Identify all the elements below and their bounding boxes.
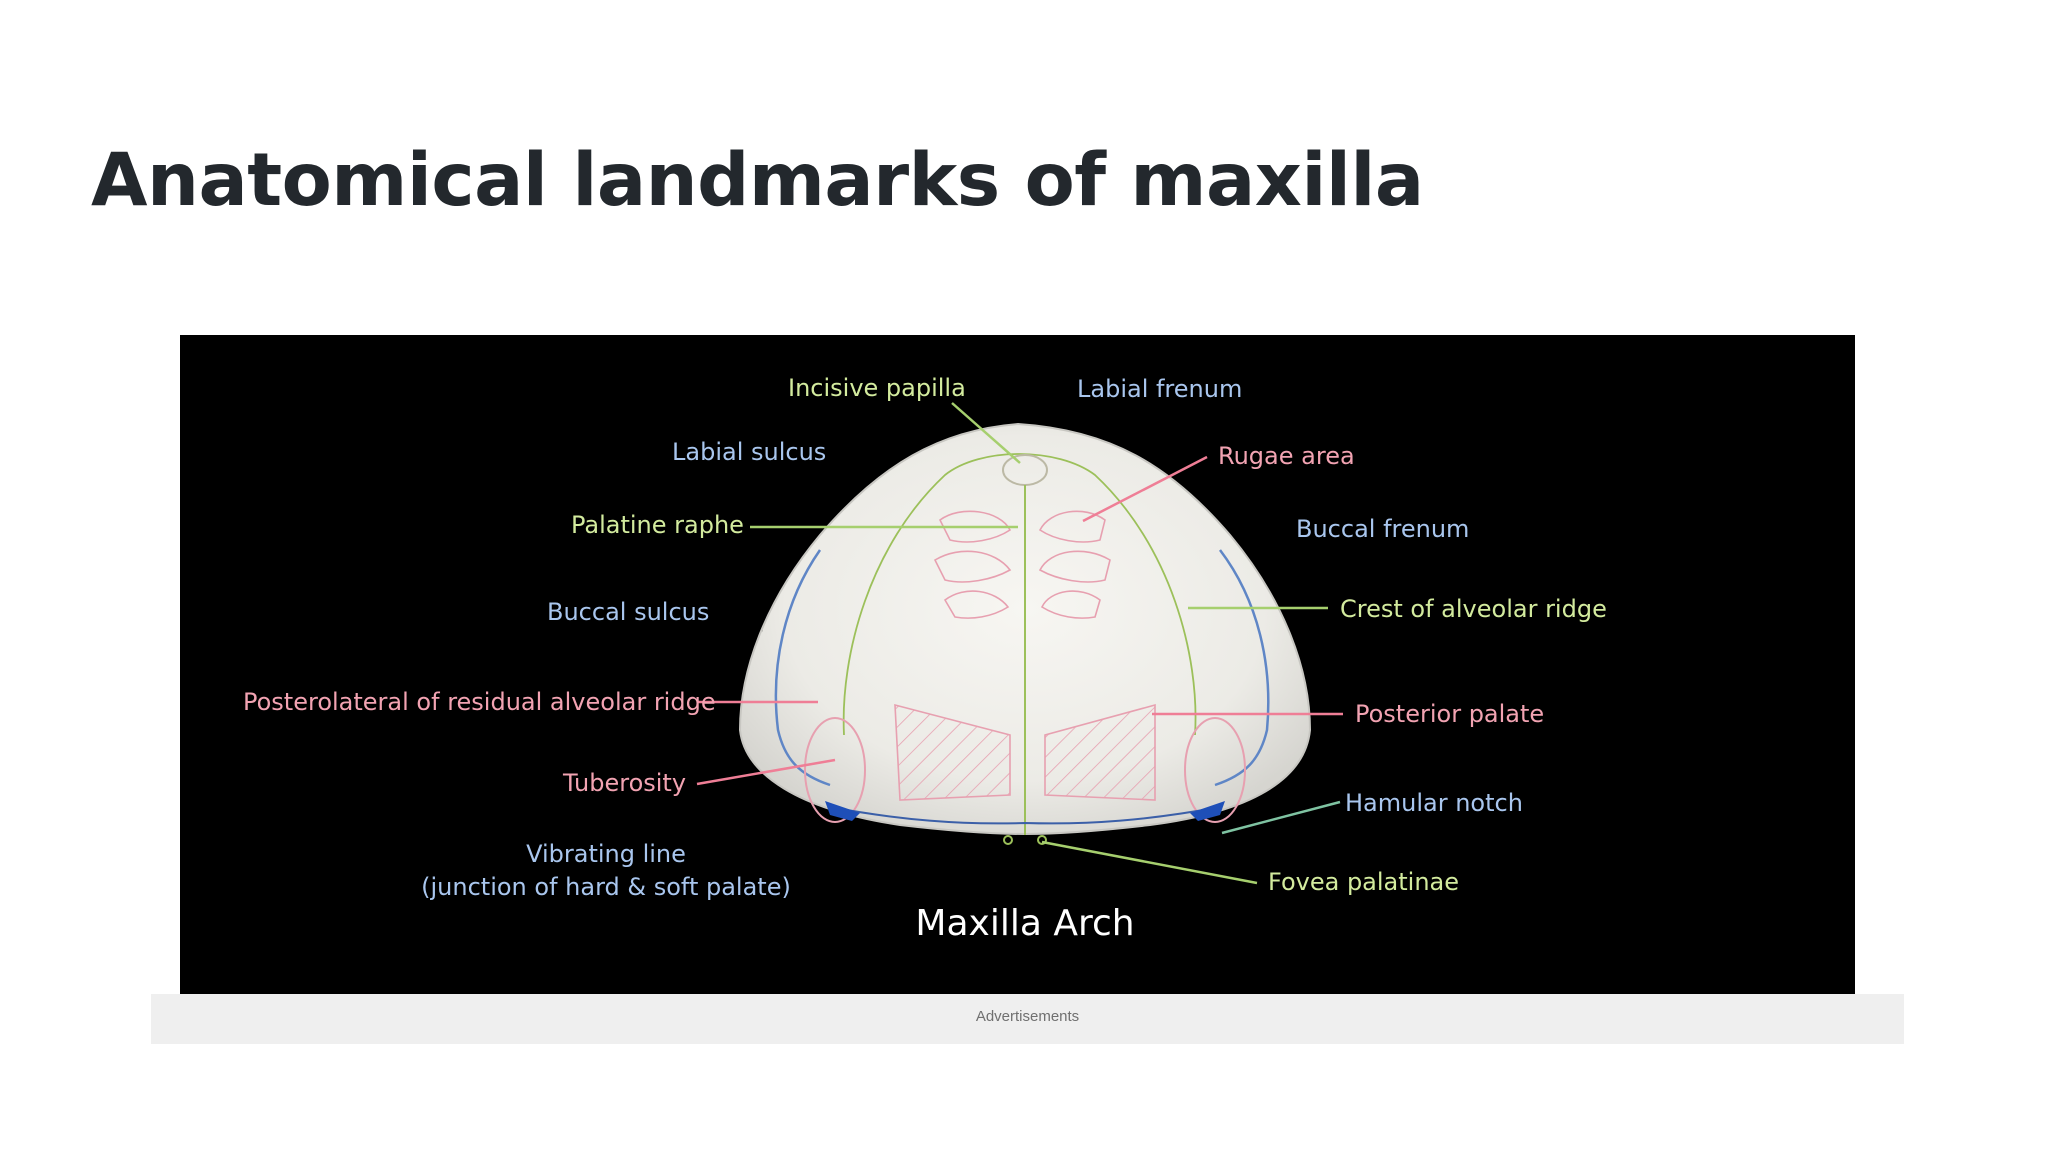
label-vibrating-line: Vibrating line xyxy=(526,840,686,868)
page-title: Anatomical landmarks of maxilla xyxy=(91,138,1424,223)
label-crest-of-alveolar-ridge: Crest of alveolar ridge xyxy=(1340,595,1607,623)
maxilla-diagram: Incisive papilla Labial frenum Labial su… xyxy=(180,335,1855,994)
label-vibrating-line-sub: (junction of hard & soft palate) xyxy=(421,873,791,901)
label-fovea-palatinae: Fovea palatinae xyxy=(1268,868,1459,896)
label-hamular-notch: Hamular notch xyxy=(1345,789,1523,817)
label-buccal-frenum: Buccal frenum xyxy=(1296,515,1469,543)
advertisement-bar: Advertisements xyxy=(151,994,1904,1044)
label-labial-frenum: Labial frenum xyxy=(1077,375,1242,403)
label-tuberosity: Tuberosity xyxy=(562,769,686,797)
label-palatine-raphe: Palatine raphe xyxy=(571,511,744,539)
label-incisive-papilla: Incisive papilla xyxy=(788,374,966,402)
label-rugae-area: Rugae area xyxy=(1218,442,1355,470)
label-posterolateral-residual-ridge: Posterolateral of residual alveolar ridg… xyxy=(243,688,716,716)
fovea-palatinae-left xyxy=(1004,836,1012,844)
label-labial-sulcus: Labial sulcus xyxy=(672,438,826,466)
label-posterior-palate: Posterior palate xyxy=(1355,700,1544,728)
label-buccal-sulcus: Buccal sulcus xyxy=(547,598,709,626)
advertisements-label: Advertisements xyxy=(151,1008,1904,1025)
diagram-caption: Maxilla Arch xyxy=(915,903,1134,944)
